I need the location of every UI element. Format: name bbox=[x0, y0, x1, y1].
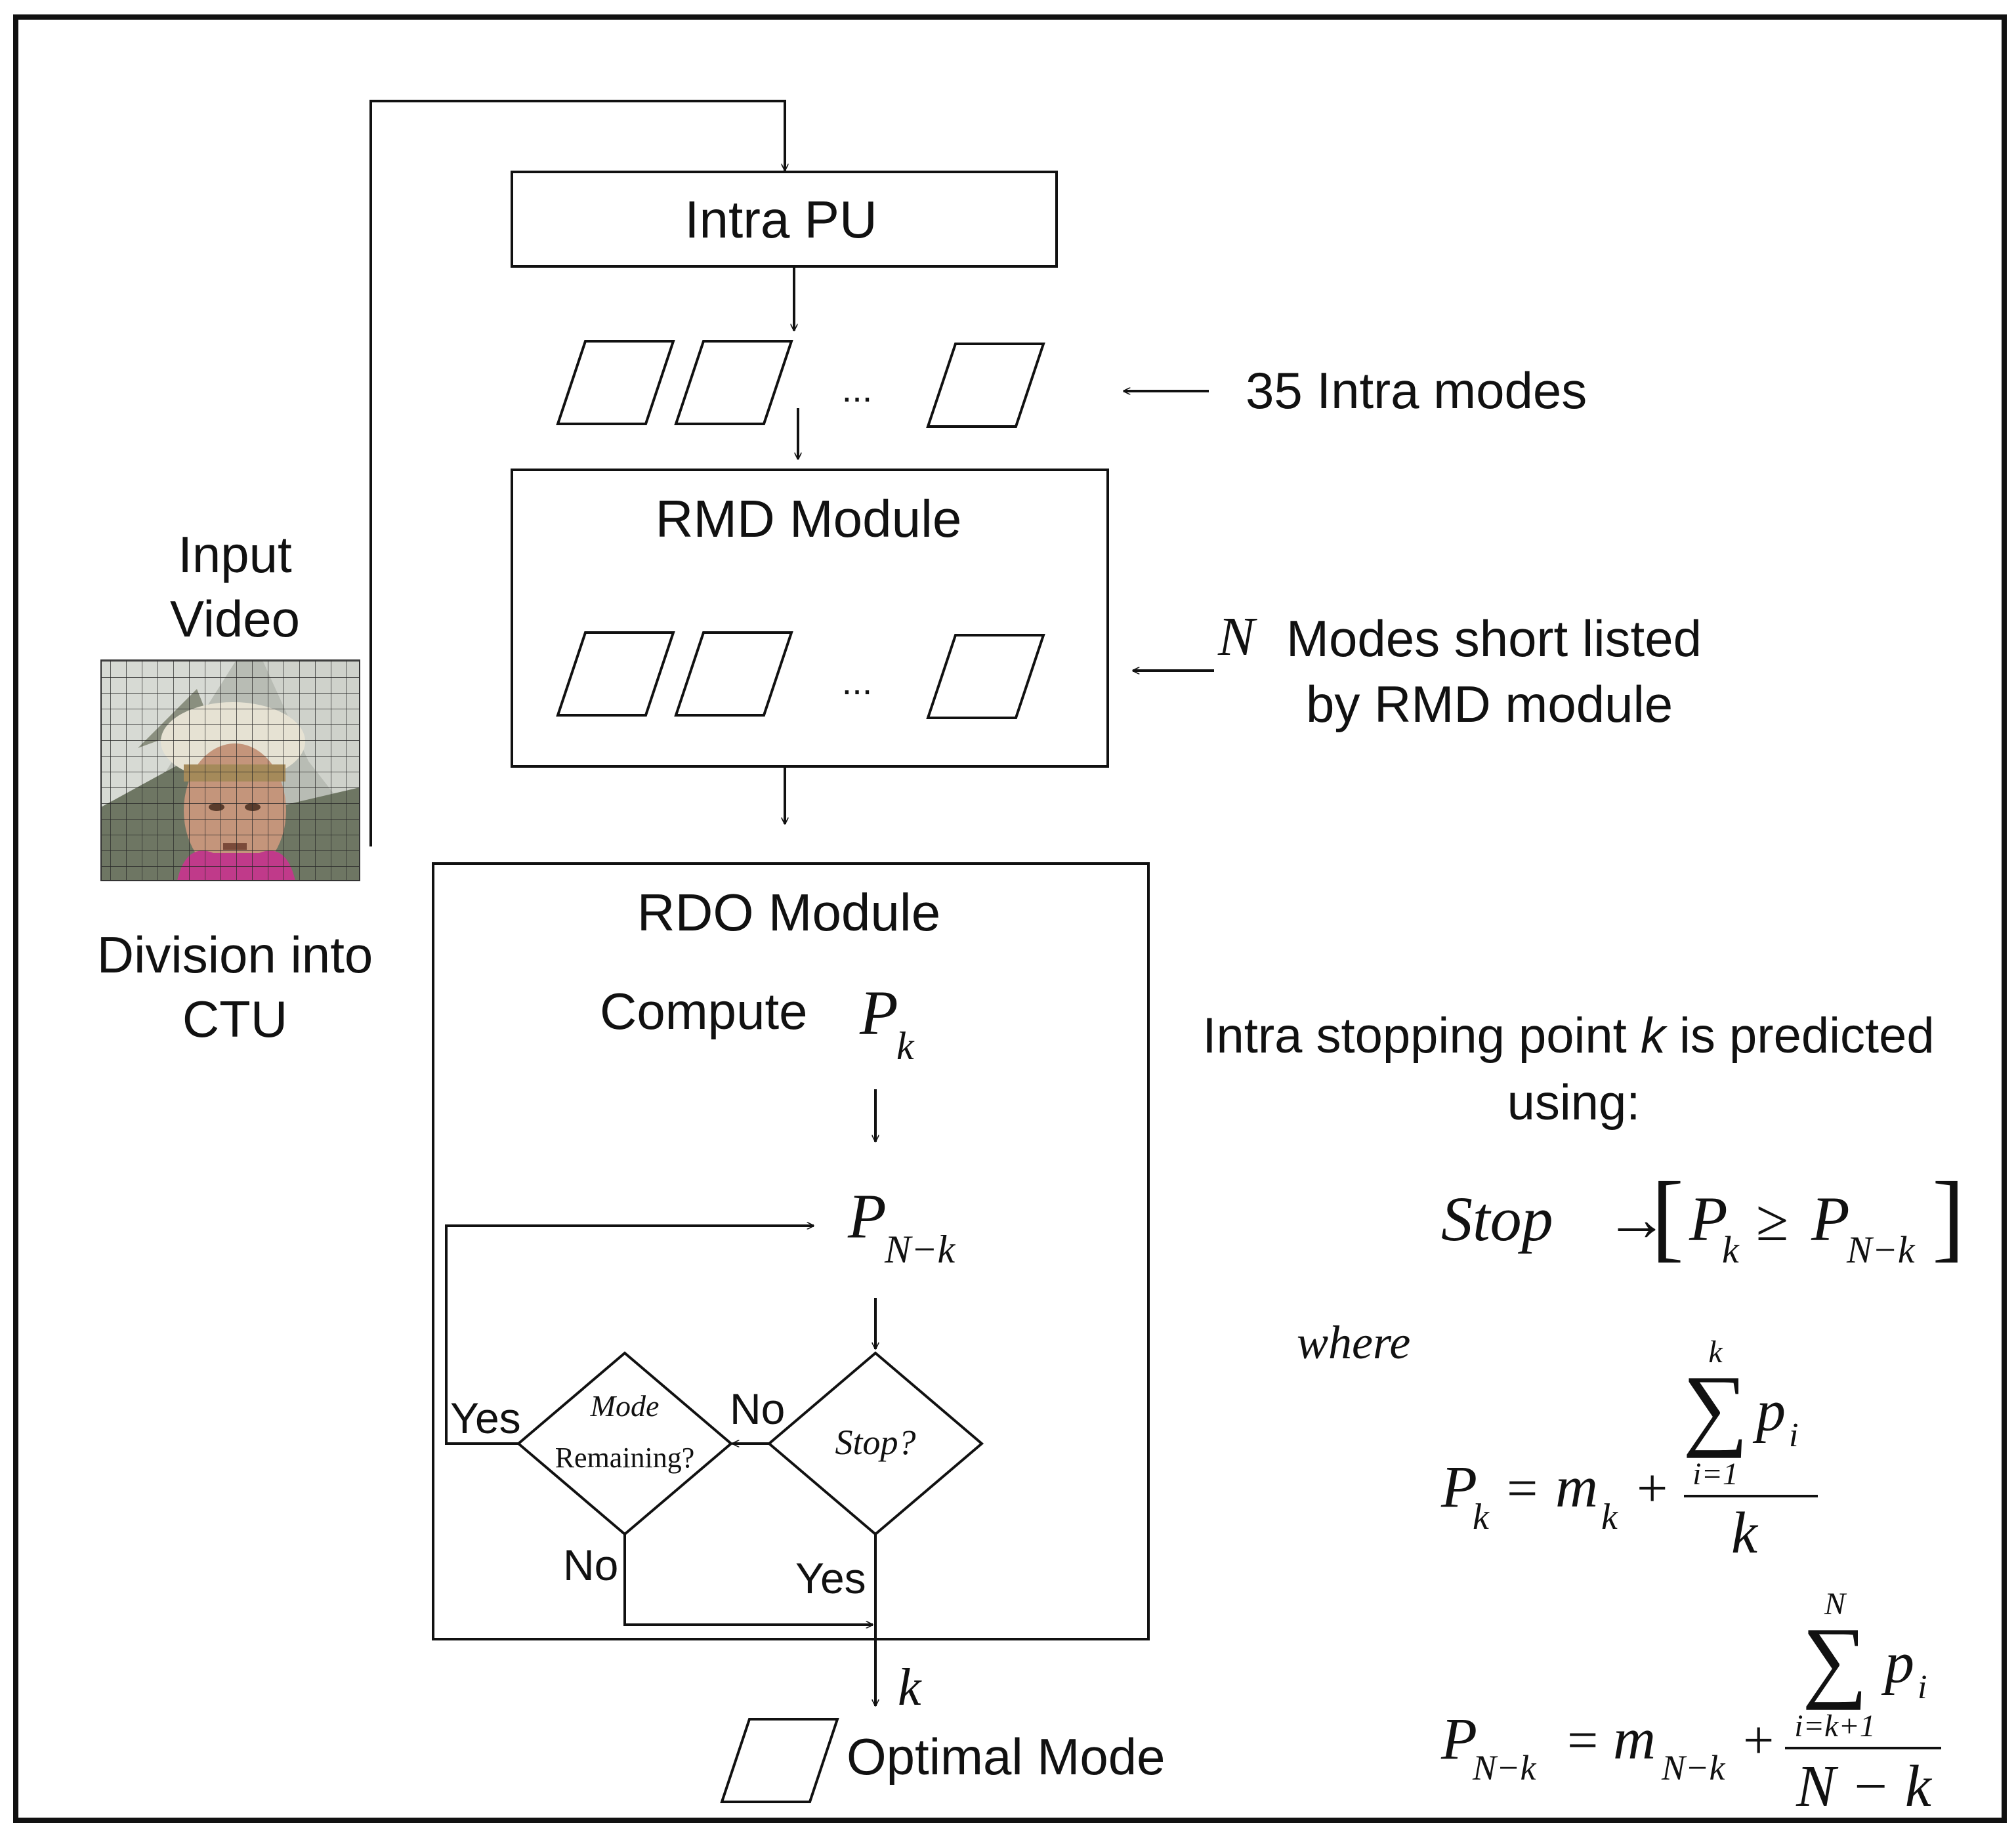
intra-pu-box bbox=[511, 171, 1058, 268]
compute-p-subscript: k bbox=[896, 1024, 915, 1068]
intra-mode-shape bbox=[674, 340, 793, 425]
pnk-lhs-sub: N−k bbox=[1472, 1748, 1536, 1787]
stop-rule-p2-sub: N−k bbox=[1846, 1228, 1916, 1271]
pk-sum-p-sub: i bbox=[1789, 1417, 1798, 1454]
stop-rule-arrow: → bbox=[1605, 1184, 1668, 1254]
stop-rule-equation: Stop → [ N P k ≥ P N−k ] bbox=[0, 0, 1965, 1271]
pnk-plus: + bbox=[1743, 1710, 1774, 1771]
intra-modes-ellipsis: ... bbox=[842, 368, 873, 409]
ctu-caption-line1: Division into bbox=[97, 926, 373, 984]
pnk-sum-p: p bbox=[1881, 1631, 1914, 1696]
pk-sigma: ∑ bbox=[1683, 1357, 1748, 1459]
pk-m: m bbox=[1555, 1455, 1598, 1520]
mode-remaining-line1: Mode bbox=[590, 1389, 660, 1423]
intra-modes-label: 35 Intra modes bbox=[1246, 362, 1587, 419]
pk-lhs-p: P bbox=[1440, 1455, 1477, 1520]
pk-sum-p: p bbox=[1752, 1379, 1786, 1444]
pnk-m-sub: N−k bbox=[1661, 1748, 1725, 1787]
rmd-mode-shape bbox=[556, 631, 675, 717]
stop-rule-p2: P bbox=[1811, 1184, 1850, 1254]
stop-rule-close-bracket: ] bbox=[1932, 1162, 1965, 1271]
rdo-module-label: RDO Module bbox=[637, 883, 940, 942]
mode-no-label: No bbox=[563, 1541, 618, 1589]
rmd-mode-shape bbox=[674, 631, 793, 717]
pnk-sum-p-sub: i bbox=[1918, 1669, 1927, 1706]
pk-equation: P k = m k + k ∑ p i i=1 k bbox=[1440, 1335, 1818, 1566]
mode-yes-label: Yes bbox=[450, 1394, 521, 1442]
pnk-denominator: N − k bbox=[1796, 1754, 1933, 1819]
input-title-line1: Input bbox=[178, 526, 292, 583]
ctu-caption-line2: CTU bbox=[182, 990, 287, 1048]
pnk-lhs-p: P bbox=[1440, 1707, 1477, 1772]
where-label: where bbox=[1297, 1316, 1410, 1369]
pnk-m: m bbox=[1613, 1707, 1656, 1772]
rdo-module-box bbox=[432, 862, 1150, 1640]
stop-decision-label: Stop? bbox=[835, 1423, 915, 1462]
optimal-mode-label: Optimal Mode bbox=[847, 1728, 1166, 1785]
rmd-mode-shape bbox=[926, 634, 1045, 719]
pk-equals: = bbox=[1507, 1458, 1538, 1519]
compute-label: Compute bbox=[600, 982, 808, 1040]
stop-rule-word: Stop bbox=[1441, 1184, 1553, 1254]
optimal-mode-shape bbox=[720, 1718, 839, 1803]
pk-sum-lower: i=1 bbox=[1692, 1457, 1738, 1492]
arrow-mode-no bbox=[623, 1534, 873, 1625]
input-title-line2: Video bbox=[170, 590, 300, 648]
pnk-equals: = bbox=[1567, 1710, 1598, 1771]
n-modes-line1: Modes short listed bbox=[1286, 610, 1702, 667]
pnk-sum-lower: i=k+1 bbox=[1794, 1709, 1875, 1743]
intra-mode-shape bbox=[556, 340, 675, 425]
n-modes-line2: by RMD module bbox=[1306, 675, 1673, 733]
pnk-sigma: ∑ bbox=[1802, 1609, 1868, 1711]
mode-remaining-line2: Remaining? bbox=[555, 1442, 695, 1474]
stop-rule-p1: P bbox=[1689, 1184, 1728, 1254]
rmd-module-label: RMD Module bbox=[656, 490, 962, 548]
stop-yes-label: Yes bbox=[795, 1554, 866, 1602]
intra-modes-row: ... bbox=[556, 340, 1045, 428]
predict-text-line2: using: bbox=[1507, 1075, 1641, 1131]
compute-p-symbol: P bbox=[859, 978, 898, 1048]
rmd-modes-ellipsis: ... bbox=[842, 661, 873, 702]
outer-frame bbox=[13, 14, 2007, 1823]
stop-rule-open-bracket: [ bbox=[1651, 1162, 1684, 1271]
output-k-label: k bbox=[898, 1659, 922, 1717]
pk-lhs-sub: k bbox=[1473, 1497, 1490, 1537]
pk-plus: + bbox=[1637, 1458, 1668, 1519]
stop-rule-geq: ≥ bbox=[1756, 1188, 1788, 1253]
pnk-sum-upper: N bbox=[1824, 1587, 1847, 1621]
pnk-equation: P N−k = m N−k + N ∑ p i i=k+1 N − k bbox=[1440, 1587, 1941, 1819]
pnk-p-symbol: P bbox=[847, 1181, 887, 1251]
pk-sum-upper: k bbox=[1708, 1335, 1723, 1369]
pk-m-sub: k bbox=[1601, 1497, 1618, 1537]
input-video-thumbnail bbox=[100, 659, 360, 881]
stop-rule-p1-sub: k bbox=[1722, 1228, 1740, 1271]
loop-back-connector bbox=[445, 1226, 814, 1445]
stop-rule-pk: N bbox=[0, 0, 1, 1]
rmd-modes-row: ... bbox=[556, 631, 1045, 719]
predict-text-line1: Intra stopping point k is predicted bbox=[1202, 1008, 1934, 1064]
ctu-to-intra-pu-connector bbox=[369, 100, 785, 846]
stop-no-label: No bbox=[730, 1385, 785, 1433]
intra-pu-label: Intra PU bbox=[684, 190, 877, 249]
intra-mode-shape bbox=[926, 343, 1045, 428]
pk-denominator: k bbox=[1731, 1501, 1759, 1566]
n-symbol: N bbox=[1217, 606, 1257, 667]
pnk-subscript: N−k bbox=[884, 1228, 956, 1271]
